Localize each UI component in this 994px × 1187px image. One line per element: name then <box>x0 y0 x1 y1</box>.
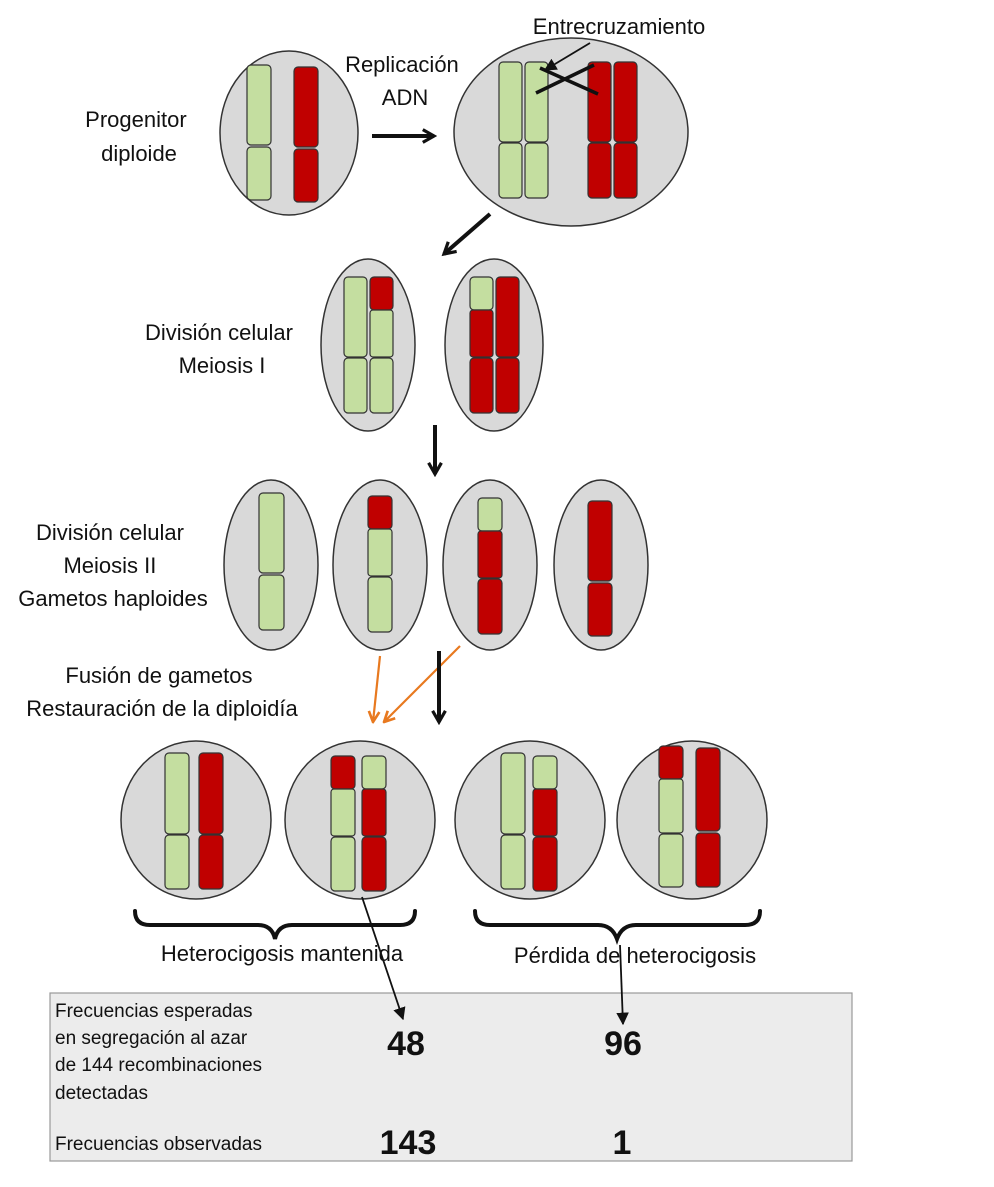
chromosome-segment <box>587 582 613 637</box>
chromosome-segment <box>343 357 368 414</box>
replicated-cell <box>453 37 689 227</box>
expected-frequency-label: Frecuencias esperadas en segregación al … <box>55 1001 267 1104</box>
chromosome-segment <box>587 142 612 199</box>
progenitor-label: Progenitor diploide <box>85 107 193 166</box>
chromosome-segment <box>658 833 684 888</box>
chromosome-segment <box>258 492 285 574</box>
chromosome-segment <box>498 142 523 199</box>
diploid-2-chromosomes <box>330 755 387 892</box>
chromosome-segment <box>246 146 272 201</box>
fusion-label: Fusión de gametos Restauración de la dip… <box>26 663 298 721</box>
heterocigosis-mantenida-label: Heterocigosis mantenida <box>161 941 404 966</box>
chromosome-segment <box>498 61 523 143</box>
to-meiosis1-arrow <box>441 212 492 257</box>
chromosome-segment <box>532 836 558 892</box>
gamete-1-chromosome <box>258 492 285 631</box>
brace-left <box>133 909 417 940</box>
chromosome-segment <box>613 61 638 143</box>
perdida-heterocigosis-label: Pérdida de heterocigosis <box>514 943 756 968</box>
chromosome-segment <box>361 836 387 892</box>
observed-perdida-value: 1 <box>613 1124 632 1162</box>
replicated-chromosomes <box>498 61 638 199</box>
chromosome-segment <box>524 142 549 199</box>
gamete-3-chromosome <box>477 497 503 635</box>
meiosis1-cell-left <box>320 258 416 432</box>
chromosome-segment <box>330 836 356 892</box>
fusion-arrow-b <box>384 645 461 722</box>
diploid-cell-1 <box>120 740 272 900</box>
pointer-mantenida <box>361 896 406 1021</box>
chromosome-segment <box>258 574 285 631</box>
meiosis1-right-chromosomes <box>469 276 520 414</box>
chromosome-segment <box>695 747 721 832</box>
chromosome-segment <box>658 778 684 834</box>
diploid-cell-4 <box>616 740 768 900</box>
chromosome-segment <box>367 576 393 633</box>
chromosome-segment <box>367 495 393 530</box>
chromosome-segment <box>164 752 190 835</box>
chromosome-segment <box>164 834 190 890</box>
diploid-3-chromosomes <box>500 752 558 892</box>
meiosis1-cell-right <box>444 258 544 432</box>
chromosome-segment <box>367 528 393 577</box>
chromosome-segment <box>500 834 526 890</box>
chromosome-segment <box>613 142 638 199</box>
diploid-cell-3 <box>454 740 606 900</box>
gamete-4-chromosome <box>587 500 613 637</box>
chromosome-segment <box>495 357 520 414</box>
chromosome-segment <box>330 755 356 790</box>
crossover-mark <box>535 63 599 96</box>
fusion-arrow-a <box>373 655 382 722</box>
chromosome-segment <box>469 357 494 414</box>
meiosis2-label: División celular Meiosis II Gametos hapl… <box>18 520 208 611</box>
chromosome-segment <box>587 500 613 582</box>
expected-perdida-value: 96 <box>604 1025 642 1063</box>
brace-right <box>473 909 762 945</box>
chromosome-segment <box>469 309 494 358</box>
gamete-2-chromosome <box>367 495 393 633</box>
chromosome-segment <box>369 309 394 358</box>
chromosome-segment <box>198 834 224 890</box>
meiosis1-left-chromosomes <box>343 276 394 414</box>
chromosome-segment <box>658 745 684 780</box>
chromosome-segment <box>695 832 721 888</box>
chromosome-segment <box>469 276 494 311</box>
chromosome-segment <box>587 61 612 143</box>
frequency-table <box>49 992 853 1162</box>
diploid-4-chromosomes <box>658 745 721 888</box>
crossover-label: Entrecruzamiento <box>533 14 705 39</box>
expected-mantenida-value: 48 <box>387 1025 425 1063</box>
chromosome-segment <box>293 148 319 203</box>
progenitor-chromosomes <box>246 64 319 203</box>
chromosome-segment <box>246 64 272 146</box>
progenitor-cell <box>219 50 359 216</box>
replication-label: Replicación ADN <box>345 52 465 110</box>
chromosome-segment <box>532 755 558 790</box>
chromosome-segment <box>361 755 387 790</box>
chromosome-segment <box>477 578 503 635</box>
meiosis1-label: División celular Meiosis I <box>145 320 299 378</box>
observed-frequency-label: Frecuencias observadas <box>55 1134 262 1155</box>
chromosome-segment <box>500 752 526 835</box>
chromosome-segment <box>343 276 368 358</box>
diploid-1-chromosomes <box>164 752 224 890</box>
chromosome-segment <box>477 530 503 579</box>
observed-mantenida-value: 143 <box>380 1124 437 1162</box>
chromosome-segment <box>293 66 319 148</box>
chromosome-segment <box>198 752 224 835</box>
chromosome-segment <box>361 788 387 837</box>
crossover-pointer <box>543 42 591 71</box>
chromosome-segment <box>477 497 503 532</box>
chromosome-segment <box>369 357 394 414</box>
diploid-cell-2 <box>284 740 436 900</box>
chromosome-segment <box>495 276 520 358</box>
pointer-perdida <box>616 944 629 1026</box>
chromosome-segment <box>524 61 549 143</box>
chromosome-segment <box>330 788 356 837</box>
chromosome-segment <box>532 788 558 837</box>
chromosome-segment <box>369 276 394 311</box>
